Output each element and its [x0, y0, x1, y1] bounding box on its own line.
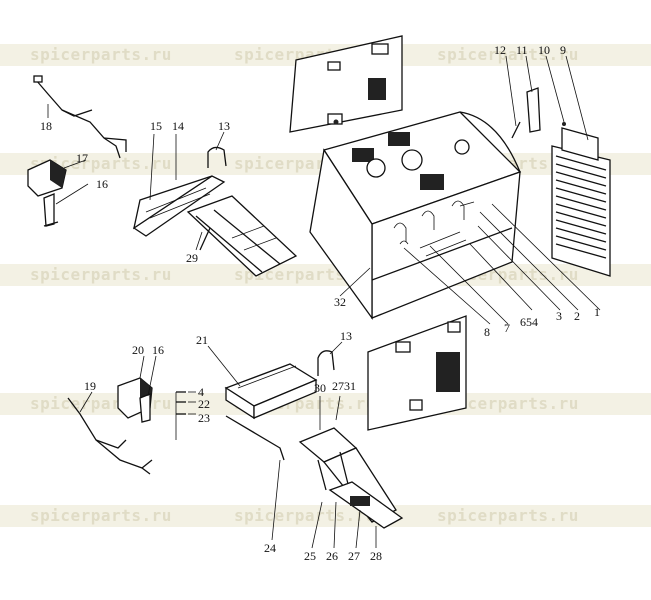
- watermark-text: spicerparts.ru: [30, 265, 172, 284]
- watermark-band: [0, 505, 651, 527]
- watermark-text: spicerparts.ru: [437, 45, 579, 64]
- callout-25: 25: [304, 549, 316, 563]
- watermark-text: spicerparts.ru: [234, 506, 376, 525]
- callout-15: 15: [150, 119, 162, 133]
- top-hardware: [511, 87, 566, 139]
- callout-16: 16: [96, 177, 108, 191]
- callout-10: 10: [538, 43, 550, 57]
- callout-28: 28: [370, 549, 382, 563]
- callout-22: 22: [198, 397, 210, 411]
- watermark-text: spicerparts.ru: [30, 45, 172, 64]
- rear-top-panel: [289, 35, 403, 133]
- watermark-text: spicerparts.ru: [30, 154, 172, 173]
- callout-32: 32: [334, 295, 346, 309]
- callout-1: 1: [594, 305, 600, 319]
- callout-11: 11: [516, 43, 528, 57]
- callout-29: 29: [186, 251, 198, 265]
- callout-3: 3: [556, 309, 562, 323]
- callout-18: 18: [40, 119, 52, 133]
- callout-14: 14: [172, 119, 184, 133]
- watermark-text: spicerparts.ru: [437, 506, 579, 525]
- lower-rail: [225, 415, 285, 461]
- lower-step-frame: [298, 427, 404, 529]
- side-grille: [551, 127, 611, 277]
- callout-13: 13: [218, 119, 230, 133]
- mount-block-lower: [117, 377, 153, 423]
- lower-step-plate: [224, 363, 318, 420]
- wiring-harness-upper: [33, 75, 127, 159]
- watermark-band: [0, 393, 651, 415]
- callout-7: 7: [504, 321, 510, 335]
- upper-handle: [207, 146, 227, 168]
- watermark-text: spicerparts.ru: [437, 394, 579, 413]
- leader-lines: [47, 55, 601, 549]
- upper-step-frame: [186, 195, 298, 277]
- callout-27: 27: [348, 549, 360, 563]
- callout-12: 12: [494, 43, 506, 57]
- front-lower-panel: [367, 315, 467, 431]
- callout-8: 8: [484, 325, 490, 339]
- callout-26: 26: [326, 549, 338, 563]
- callout-654: 654: [520, 315, 538, 329]
- callout-9: 9: [560, 43, 566, 57]
- callout-2731: 2731: [332, 379, 356, 393]
- watermark-text: spicerparts.ru: [30, 506, 172, 525]
- mount-block-upper: [27, 159, 67, 227]
- callout-2: 2: [574, 309, 580, 323]
- wiring-harness-lower: [67, 397, 153, 475]
- upper-step-plate: [132, 175, 226, 237]
- callout-13-lower: 13: [340, 329, 352, 343]
- callout-23: 23: [198, 411, 210, 425]
- callout-16-lower: 16: [152, 343, 164, 357]
- callout-17: 17: [76, 151, 88, 165]
- callout-4: 4: [198, 385, 204, 399]
- callout-30: 30: [314, 381, 326, 395]
- callout-24: 24: [264, 541, 276, 555]
- fastener-stack: [176, 391, 186, 415]
- callout-20: 20: [132, 343, 144, 357]
- lower-handle: [317, 350, 335, 376]
- engine-hood: [309, 111, 522, 321]
- callout-19: 19: [84, 379, 96, 393]
- callout-21: 21: [196, 333, 208, 347]
